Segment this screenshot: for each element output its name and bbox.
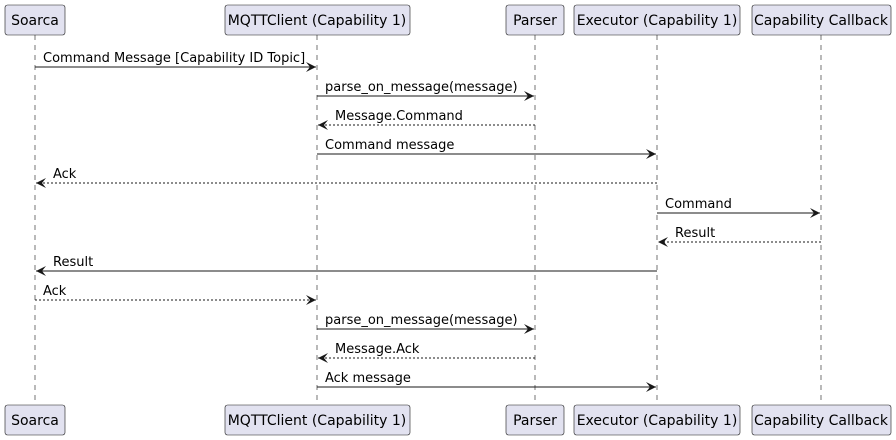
participant-executor-bottom: Executor (Capability 1) xyxy=(573,404,741,436)
participant-label: MQTTClient (Capability 1) xyxy=(228,13,407,29)
participant-soarca-bottom: Soarca xyxy=(4,404,66,436)
participant-box xyxy=(4,4,66,36)
participant-mqtt-top: MQTTClient (Capability 1) xyxy=(224,4,411,36)
participant-label: Parser xyxy=(513,413,557,429)
participant-box xyxy=(224,4,411,36)
message-label: Ack xyxy=(43,284,67,299)
message-label: Ack xyxy=(53,167,77,182)
participants-top: Soarca MQTTClient (Capability 1) Parser Exe… xyxy=(4,4,892,36)
participant-label: Parser xyxy=(513,13,557,29)
message-label: Command message xyxy=(325,138,454,153)
participant-label: Capability Callback xyxy=(754,13,889,29)
participant-label: Executor (Capability 1) xyxy=(577,413,738,429)
participant-label: Executor (Capability 1) xyxy=(577,13,738,29)
participant-box xyxy=(751,4,892,36)
message-12: Ack message xyxy=(317,371,656,392)
message-7: Result xyxy=(658,226,821,247)
message-1: Command Message [Capability ID Topic] xyxy=(35,51,316,72)
participant-label: MQTTClient (Capability 1) xyxy=(228,413,407,429)
message-label: Command Message [Capability ID Topic] xyxy=(43,51,305,66)
participant-parser-top: Parser xyxy=(505,4,565,36)
participant-soarca-top: Soarca xyxy=(4,4,66,36)
participant-box xyxy=(505,404,565,436)
message-label: Result xyxy=(675,226,715,241)
message-10: parse_on_message(message) xyxy=(317,313,534,334)
message-label: Message.Ack xyxy=(335,342,420,357)
message-label: Result xyxy=(53,255,93,270)
participant-callback-top: Capability Callback xyxy=(751,4,892,36)
message-label: Command xyxy=(665,197,732,212)
participant-box xyxy=(751,404,892,436)
messages: Command Message [Capability ID Topic] par… xyxy=(35,51,821,392)
participant-box xyxy=(505,4,565,36)
participant-mqtt-bottom: MQTTClient (Capability 1) xyxy=(224,404,411,436)
participant-callback-bottom: Capability Callback xyxy=(751,404,892,436)
message-8: Result xyxy=(36,255,657,276)
participant-box xyxy=(573,404,741,436)
message-label: parse_on_message(message) xyxy=(325,80,518,95)
participant-label: Soarca xyxy=(11,413,59,429)
message-6: Command xyxy=(657,197,820,218)
participants-bottom: Soarca MQTTClient (Capability 1) Parser Exe… xyxy=(4,404,892,436)
message-3: Message.Command xyxy=(318,109,535,130)
message-2: parse_on_message(message) xyxy=(317,80,534,101)
participant-box xyxy=(224,404,411,436)
participant-parser-bottom: Parser xyxy=(505,404,565,436)
message-11: Message.Ack xyxy=(318,342,535,363)
participant-box xyxy=(573,4,741,36)
participant-label: Soarca xyxy=(11,13,59,29)
message-5: Ack xyxy=(36,167,657,188)
participant-executor-top: Executor (Capability 1) xyxy=(573,4,741,36)
message-label: parse_on_message(message) xyxy=(325,313,518,328)
participant-label: Capability Callback xyxy=(754,413,889,429)
message-9: Ack xyxy=(35,284,316,305)
participant-box xyxy=(4,404,66,436)
message-label: Ack message xyxy=(325,371,411,386)
message-4: Command message xyxy=(317,138,656,159)
message-label: Message.Command xyxy=(335,109,463,124)
lifelines xyxy=(34,35,822,405)
